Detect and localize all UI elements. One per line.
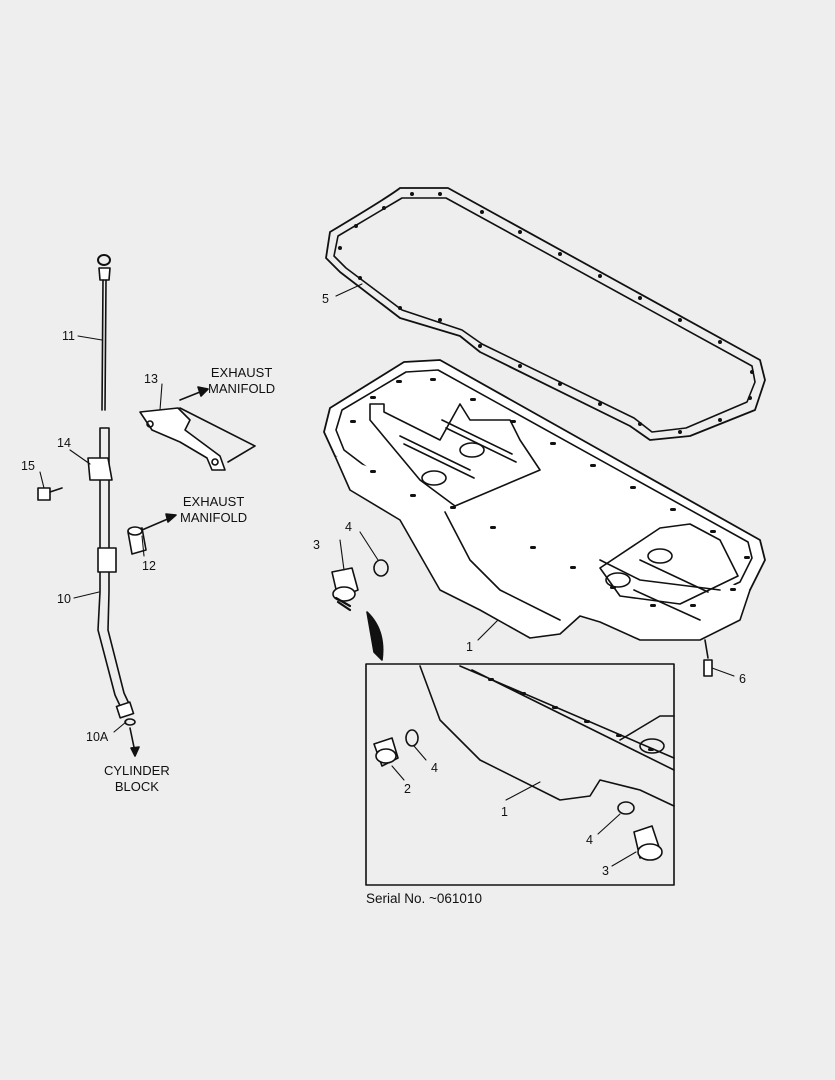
detail-box xyxy=(365,663,675,886)
drain-plug-main xyxy=(331,559,713,677)
detail-view xyxy=(373,665,675,861)
baffle-rear xyxy=(599,523,739,605)
callout-4: 4 xyxy=(345,520,352,534)
baffle-front xyxy=(369,403,541,507)
gasket-outer xyxy=(325,187,766,441)
callout-6: 6 xyxy=(739,672,746,686)
bolt-15 xyxy=(37,487,51,501)
dipstick-cap xyxy=(98,267,111,281)
callout-2-detail: 2 xyxy=(404,782,411,796)
callout-13: 13 xyxy=(144,372,158,386)
oil-pan xyxy=(323,359,766,641)
gasket-holes xyxy=(338,192,754,434)
callout-3: 3 xyxy=(313,538,320,552)
callout-14: 14 xyxy=(57,436,71,450)
pan-body xyxy=(334,455,751,641)
callout-4-detail-a: 4 xyxy=(431,761,438,775)
gasket-inner xyxy=(333,197,756,433)
manifold-guide-1 xyxy=(179,391,256,463)
flange-slots xyxy=(350,378,750,607)
tube-fitting xyxy=(115,701,135,719)
callout-10a: 10A xyxy=(86,730,109,744)
bracket-13 xyxy=(139,407,226,471)
callout-10: 10 xyxy=(57,592,71,606)
note-exhaust-manifold-mid: EXHAUST MANIFOLD xyxy=(180,494,248,525)
note-cylinder-block: CYLINDER BLOCK xyxy=(104,763,170,794)
leader-lines xyxy=(39,283,735,867)
note-exhaust-manifold-top: EXHAUST MANIFOLD xyxy=(208,365,276,396)
callout-5: 5 xyxy=(322,292,329,306)
detail-o-ring-4a xyxy=(405,729,419,747)
o-ring-4 xyxy=(373,559,389,577)
dipstick-handle-ring xyxy=(97,254,111,266)
dipstick-tube xyxy=(99,427,110,561)
callout-4-detail-b: 4 xyxy=(586,833,593,847)
callout-3-detail: 3 xyxy=(602,864,609,878)
dipstick-rod xyxy=(101,279,107,411)
pan-sump xyxy=(444,511,721,621)
manifold-guide-2 xyxy=(141,517,171,531)
callout-11: 11 xyxy=(62,329,75,343)
callout-1-detail: 1 xyxy=(501,805,508,819)
callout-15: 15 xyxy=(21,459,35,473)
callout-1: 1 xyxy=(466,640,473,654)
clamp-14 xyxy=(87,457,113,481)
oil-pan-gasket xyxy=(325,187,766,441)
bolt-6 xyxy=(703,659,713,677)
o-ring-10a xyxy=(124,718,136,726)
detail-o-ring-4b xyxy=(617,801,635,815)
serial-number: Serial No. ~061010 xyxy=(366,891,482,906)
callout-12: 12 xyxy=(142,559,156,573)
detail-arrow xyxy=(366,611,384,661)
dipstick-tube-lower xyxy=(97,559,132,711)
dipstick-assembly xyxy=(37,254,256,757)
